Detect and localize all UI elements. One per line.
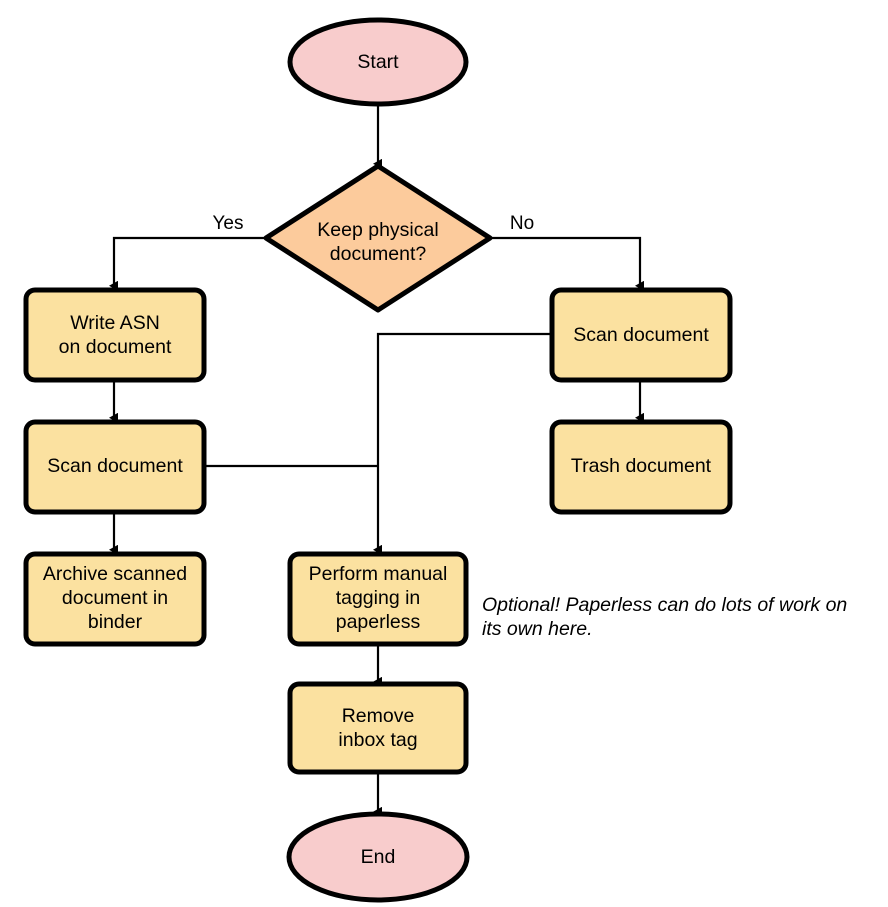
node-start[interactable]: Start bbox=[287, 17, 469, 107]
trash-document-box-shape[interactable] bbox=[549, 419, 733, 515]
optional-note: Optional! Paperless can do lots of work … bbox=[482, 594, 847, 640]
archive-label-line1: Archive scanned bbox=[43, 563, 187, 585]
trash-document-label: Trash document bbox=[571, 455, 712, 477]
tagging-label-line1: Perform manual bbox=[309, 563, 448, 585]
nodes-layer: Start Keep physical document? Write ASN … bbox=[23, 17, 733, 903]
remove-inbox-tag-box-shape[interactable] bbox=[287, 681, 469, 775]
decision-diamond-shape[interactable] bbox=[263, 163, 493, 313]
scan-document-right-label: Scan document bbox=[573, 324, 709, 346]
edge-labels-layer: Yes No bbox=[213, 213, 535, 234]
end-ellipse-shape[interactable] bbox=[286, 811, 470, 903]
edge-label-yes: Yes bbox=[213, 213, 244, 234]
edge-label-no: No bbox=[510, 213, 534, 234]
edges-layer bbox=[109, 104, 644, 817]
start-label: Start bbox=[357, 51, 399, 73]
write-asn-label-line1: Write ASN bbox=[70, 312, 160, 334]
start-ellipse-shape[interactable] bbox=[287, 17, 469, 107]
node-archive-scanned-document[interactable]: Archive scanned document in binder bbox=[23, 551, 207, 647]
node-perform-manual-tagging[interactable]: Perform manual tagging in paperless bbox=[287, 551, 469, 647]
remove-inbox-tag-label-line1: Remove bbox=[342, 705, 415, 727]
edge-decision-to-scan-right bbox=[490, 236, 644, 291]
write-asn-box-shape[interactable] bbox=[23, 287, 207, 383]
archive-label-line2: document in bbox=[62, 587, 168, 609]
write-asn-label-line2: on document bbox=[59, 336, 172, 358]
end-label: End bbox=[361, 846, 396, 868]
remove-inbox-tag-label-line2: inbox tag bbox=[338, 729, 417, 751]
tagging-label-line3: paperless bbox=[336, 611, 421, 633]
decision-label-line1: Keep physical bbox=[317, 219, 438, 241]
scan-document-left-label: Scan document bbox=[47, 455, 183, 477]
node-scan-document-right[interactable]: Scan document bbox=[549, 287, 733, 383]
scan-document-right-box-shape[interactable] bbox=[549, 287, 733, 383]
edge-scan-right-to-tagging bbox=[373, 332, 552, 555]
node-decision-keep-physical-document[interactable]: Keep physical document? bbox=[263, 163, 493, 313]
tagging-box-shape[interactable] bbox=[287, 551, 469, 647]
scan-document-left-box-shape[interactable] bbox=[23, 419, 207, 515]
tagging-label-line2: tagging in bbox=[336, 587, 421, 609]
node-remove-inbox-tag[interactable]: Remove inbox tag bbox=[287, 681, 469, 775]
node-scan-document-left[interactable]: Scan document bbox=[23, 419, 207, 515]
archive-label-line3: binder bbox=[88, 611, 143, 633]
decision-label-line2: document? bbox=[330, 243, 427, 265]
edge-decision-to-write-asn bbox=[109, 236, 266, 291]
optional-note-line2: its own here. bbox=[482, 618, 593, 640]
node-write-asn[interactable]: Write ASN on document bbox=[23, 287, 207, 383]
optional-note-line1: Optional! Paperless can do lots of work … bbox=[482, 594, 847, 616]
node-end[interactable]: End bbox=[286, 811, 470, 903]
archive-box-shape[interactable] bbox=[23, 551, 207, 647]
node-trash-document[interactable]: Trash document bbox=[549, 419, 733, 515]
